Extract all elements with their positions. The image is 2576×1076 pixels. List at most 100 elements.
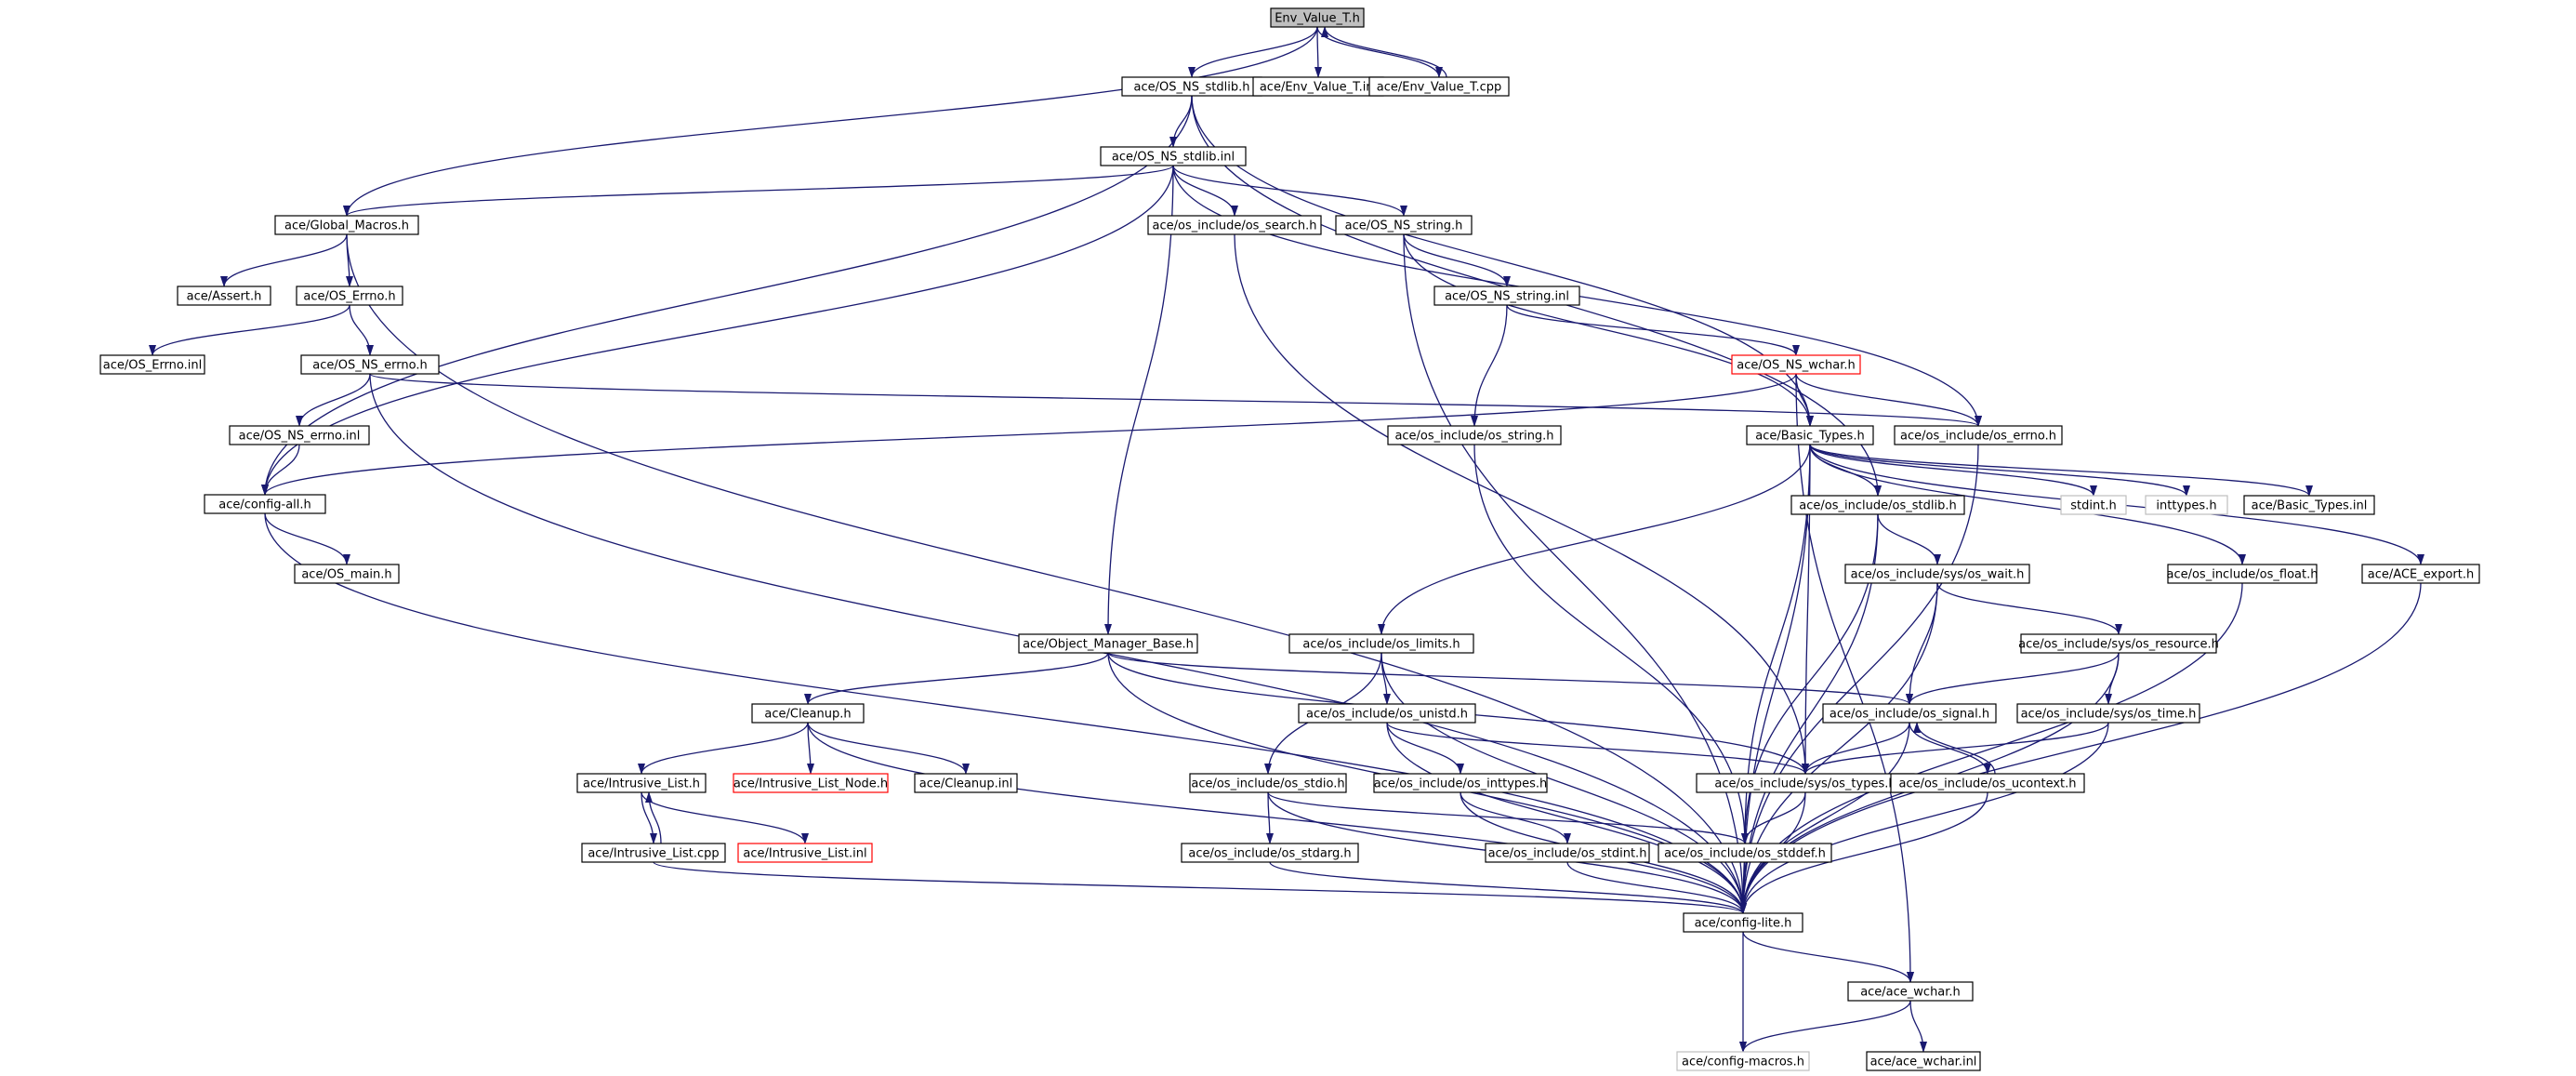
node-ace-os-include-os-stdio-h[interactable]: ace/os_include/os_stdio.h xyxy=(1189,773,1347,793)
node-ace-os-include-os-stdlib-h[interactable]: ace/os_include/os_stdlib.h xyxy=(1790,495,1965,515)
node-box[interactable] xyxy=(1866,1051,1981,1071)
node-box[interactable] xyxy=(751,703,865,724)
node-env-value-t-h[interactable]: Env_Value_T.h xyxy=(1270,7,1365,28)
node-box[interactable] xyxy=(229,425,370,445)
node-ace-env-value-t-inl[interactable]: ace/Env_Value_T.inl xyxy=(1252,76,1384,97)
node-box[interactable] xyxy=(1189,773,1347,793)
node-box[interactable] xyxy=(1790,495,1965,515)
node-ace-assert-h[interactable]: ace/Assert.h xyxy=(177,286,271,306)
node-ace-os-include-sys-os-resource-h[interactable]: ace/os_include/sys/os_resource.h xyxy=(2018,633,2219,654)
node-ace-os-include-os-search-h[interactable]: ace/os_include/os_search.h xyxy=(1147,215,1322,235)
node-box[interactable] xyxy=(1373,773,1548,793)
node-box[interactable] xyxy=(1147,215,1322,235)
node-ace-env-value-t-cpp[interactable]: ace/Env_Value_T.cpp xyxy=(1368,76,1510,97)
node-box[interactable] xyxy=(1433,286,1580,306)
node-box[interactable] xyxy=(1387,425,1562,445)
node-ace-os-errno-inl[interactable]: ace/OS_Errno.inl xyxy=(99,354,205,375)
node-ace-os-include-os-ucontext-h[interactable]: ace/os_include/os_ucontext.h xyxy=(1890,773,2085,793)
node-ace-os-include-os-limits-h[interactable]: ace/os_include/os_limits.h xyxy=(1288,633,1474,654)
node-box[interactable] xyxy=(2243,495,2375,515)
node-box[interactable] xyxy=(1018,633,1198,654)
node-box[interactable] xyxy=(1658,843,1832,863)
node-ace-ace-export-h[interactable]: ace/ACE_export.h xyxy=(2361,564,2480,584)
node-box[interactable] xyxy=(1676,1051,1810,1071)
node-box[interactable] xyxy=(1100,146,1247,166)
node-box[interactable] xyxy=(2167,564,2318,584)
node-ace-os-include-os-float-h[interactable]: ace/os_include/os_float.h xyxy=(2166,564,2318,584)
node-ace-os-errno-h[interactable]: ace/OS_Errno.h xyxy=(296,286,403,306)
node-box[interactable] xyxy=(1844,564,2030,584)
node-label: ace/OS_NS_string.inl xyxy=(1445,290,1569,304)
node-ace-os-include-os-inttypes-h[interactable]: ace/os_include/os_inttypes.h xyxy=(1373,773,1548,793)
node-ace-os-include-os-stdarg-h[interactable]: ace/os_include/os_stdarg.h xyxy=(1181,843,1359,863)
node-box[interactable] xyxy=(2145,495,2228,515)
node-stdint-h[interactable]: stdint.h xyxy=(2060,495,2127,515)
node-box[interactable] xyxy=(274,215,419,235)
node-box[interactable] xyxy=(737,843,873,863)
node-ace-config-all-h[interactable]: ace/config-all.h xyxy=(204,494,326,514)
node-box[interactable] xyxy=(1181,843,1359,863)
node-box[interactable] xyxy=(1288,633,1474,654)
node-ace-intrusive-list-inl[interactable]: ace/Intrusive_List.inl xyxy=(737,843,873,863)
node-ace-os-include-os-unistd-h[interactable]: ace/os_include/os_unistd.h xyxy=(1298,703,1476,724)
node-ace-basic-types-inl[interactable]: ace/Basic_Types.inl xyxy=(2243,495,2375,515)
node-box[interactable] xyxy=(2361,564,2480,584)
node-box[interactable] xyxy=(576,773,707,793)
node-box[interactable] xyxy=(99,354,205,375)
node-box[interactable] xyxy=(177,286,271,306)
node-ace-ace-wchar-h[interactable]: ace/ace_wchar.h xyxy=(1847,981,1974,1002)
node-box[interactable] xyxy=(733,773,889,793)
node-ace-intrusive-list-cpp[interactable]: ace/Intrusive_List.cpp xyxy=(581,843,726,863)
edge-ace-os-include-os-unistd-h-to-ace-config-lite-h xyxy=(1386,722,1747,914)
node-box[interactable] xyxy=(581,843,726,863)
node-box[interactable] xyxy=(1822,703,1997,724)
node-box[interactable] xyxy=(2020,633,2217,654)
node-ace-cleanup-h[interactable]: ace/Cleanup.h xyxy=(751,703,865,724)
node-box[interactable] xyxy=(1368,76,1510,97)
node-ace-os-include-os-signal-h[interactable]: ace/os_include/os_signal.h xyxy=(1822,703,1997,724)
node-ace-os-ns-stdlib-inl[interactable]: ace/OS_NS_stdlib.inl xyxy=(1100,146,1247,166)
node-box[interactable] xyxy=(296,286,403,306)
node-ace-os-include-os-stddef-h[interactable]: ace/os_include/os_stddef.h xyxy=(1658,843,1832,863)
node-box[interactable] xyxy=(1894,425,2063,445)
node-box[interactable] xyxy=(1847,981,1974,1002)
node-ace-os-include-os-errno-h[interactable]: ace/os_include/os_errno.h xyxy=(1894,425,2063,445)
node-box[interactable] xyxy=(294,564,400,584)
node-ace-config-lite-h[interactable]: ace/config-lite.h xyxy=(1683,912,1803,933)
node-ace-os-ns-string-inl[interactable]: ace/OS_NS_string.inl xyxy=(1433,286,1580,306)
node-ace-os-include-os-string-h[interactable]: ace/os_include/os_string.h xyxy=(1387,425,1562,445)
node-box[interactable] xyxy=(2060,495,2127,515)
node-box[interactable] xyxy=(1485,843,1650,863)
node-box[interactable] xyxy=(204,494,326,514)
edge-ace-os-ns-string-h-to-ace-basic-types-h xyxy=(1403,233,1814,427)
node-box[interactable] xyxy=(2016,703,2200,724)
node-box[interactable] xyxy=(1335,215,1473,235)
node-box[interactable] xyxy=(1731,354,1861,375)
node-box[interactable] xyxy=(300,354,440,375)
node-ace-basic-types-h[interactable]: ace/Basic_Types.h xyxy=(1746,425,1874,445)
node-ace-ace-wchar-inl[interactable]: ace/ace_wchar.inl xyxy=(1866,1051,1981,1071)
node-box[interactable] xyxy=(1270,7,1365,28)
node-inttypes-h[interactable]: inttypes.h xyxy=(2145,495,2228,515)
node-box[interactable] xyxy=(1683,912,1803,933)
node-box[interactable] xyxy=(1298,703,1476,724)
node-ace-os-include-sys-os-time-h[interactable]: ace/os_include/sys/os_time.h xyxy=(2016,703,2200,724)
node-ace-os-ns-errno-h[interactable]: ace/OS_NS_errno.h xyxy=(300,354,440,375)
node-ace-os-include-sys-os-types-h[interactable]: ace/os_include/sys/os_types.h xyxy=(1696,773,1915,793)
node-box[interactable] xyxy=(1746,425,1874,445)
node-ace-cleanup-inl[interactable]: ace/Cleanup.inl xyxy=(914,773,1018,793)
node-box[interactable] xyxy=(1890,773,2085,793)
node-ace-os-main-h[interactable]: ace/OS_main.h xyxy=(294,564,400,584)
node-ace-global-macros-h[interactable]: ace/Global_Macros.h xyxy=(274,215,419,235)
node-ace-os-ns-string-h[interactable]: ace/OS_NS_string.h xyxy=(1335,215,1473,235)
node-ace-intrusive-list-node-h[interactable]: ace/Intrusive_List_Node.h xyxy=(733,773,889,793)
node-ace-object-manager-base-h[interactable]: ace/Object_Manager_Base.h xyxy=(1018,633,1198,654)
node-ace-os-ns-stdlib-h[interactable]: ace/OS_NS_stdlib.h xyxy=(1121,76,1262,97)
node-box[interactable] xyxy=(914,773,1018,793)
node-ace-os-include-sys-os-wait-h[interactable]: ace/os_include/sys/os_wait.h xyxy=(1844,564,2030,584)
node-ace-config-macros-h[interactable]: ace/config-macros.h xyxy=(1676,1051,1810,1071)
node-ace-os-ns-wchar-h[interactable]: ace/OS_NS_wchar.h xyxy=(1731,354,1861,375)
node-ace-os-include-os-stdint-h[interactable]: ace/os_include/os_stdint.h xyxy=(1485,843,1650,863)
node-ace-os-ns-errno-inl[interactable]: ace/OS_NS_errno.inl xyxy=(229,425,370,445)
node-ace-intrusive-list-h[interactable]: ace/Intrusive_List.h xyxy=(576,773,707,793)
